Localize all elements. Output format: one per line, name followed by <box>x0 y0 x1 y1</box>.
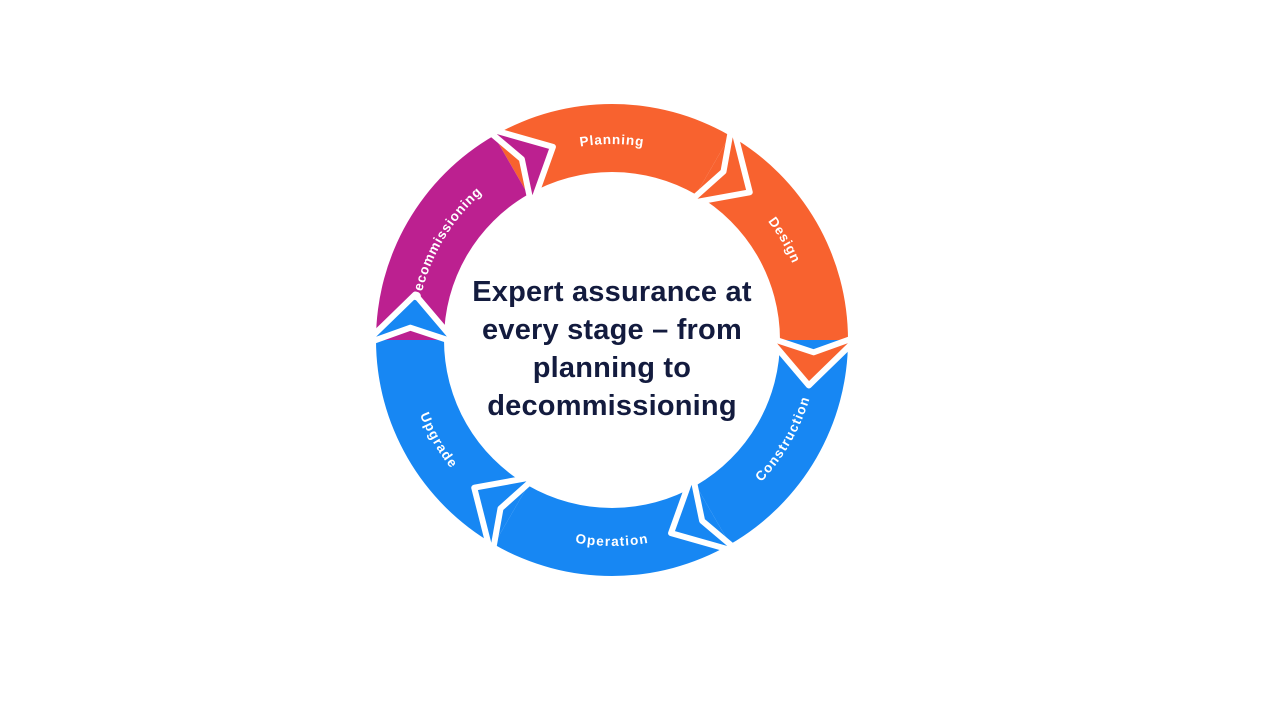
arrowhead-operation <box>471 473 540 560</box>
title-line-2: every stage – from <box>482 314 742 346</box>
segment-construction <box>696 340 848 545</box>
arrowhead-upgrade <box>361 291 460 348</box>
arrowhead-planning <box>684 120 753 207</box>
title-line-4: decommissioning <box>487 390 737 422</box>
arrowhead-construction <box>668 470 743 556</box>
title-line-1: Expert assurance at <box>472 276 752 308</box>
stage-label-operation: Operation <box>575 530 650 548</box>
arrowhead-decommissioning <box>481 124 556 210</box>
segment-decommissioning <box>376 135 528 340</box>
segment-planning <box>494 104 730 195</box>
segment-operation <box>494 485 730 576</box>
stage-label-planning: Planning <box>579 131 646 149</box>
center-title: Expert assurance at every stage – from p… <box>422 273 802 425</box>
arrowhead-design <box>764 332 863 389</box>
title-line-3: planning to <box>532 352 692 384</box>
